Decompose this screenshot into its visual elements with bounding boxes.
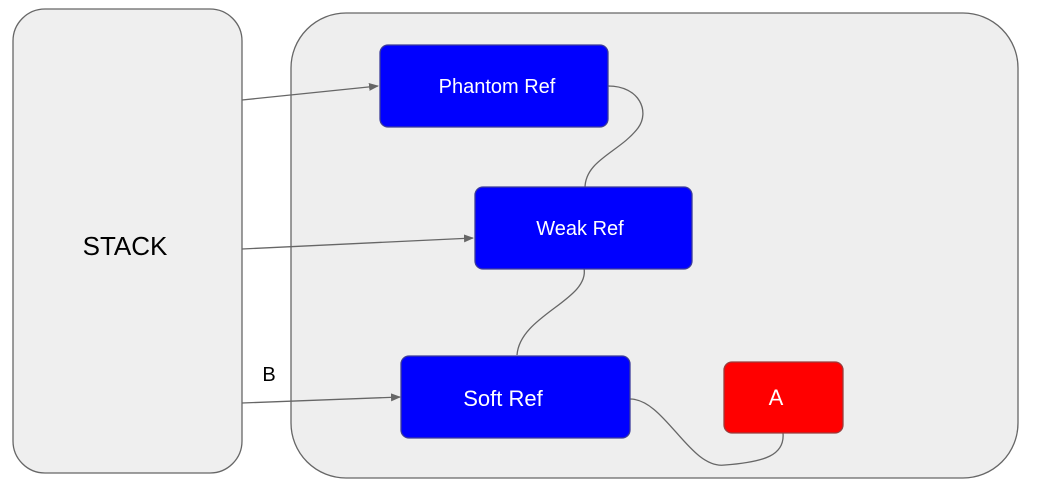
stack-panel <box>12 8 243 474</box>
object-a-box <box>723 361 844 434</box>
arrow-stack-to-phantom-ref <box>241 82 379 101</box>
soft-ref-box <box>400 355 631 439</box>
connector-phantom-to-weak <box>584 85 644 189</box>
connector-weak-to-soft <box>516 267 585 356</box>
object-a-label: A <box>769 385 784 410</box>
phantom-ref-box <box>379 44 609 128</box>
soft-ref-label: Soft Ref <box>463 386 543 411</box>
arrow-stack-to-weak-ref <box>241 234 474 250</box>
phantom-ref-label: Phantom Ref <box>439 76 556 98</box>
weak-ref-label: Weak Ref <box>536 218 624 240</box>
weak-ref-box <box>474 186 693 270</box>
edge-label-b: B <box>262 364 275 386</box>
stack-label: STACK <box>83 231 168 261</box>
connector-soft-to-a <box>629 398 784 466</box>
arrow-stack-to-soft-ref <box>241 393 401 404</box>
